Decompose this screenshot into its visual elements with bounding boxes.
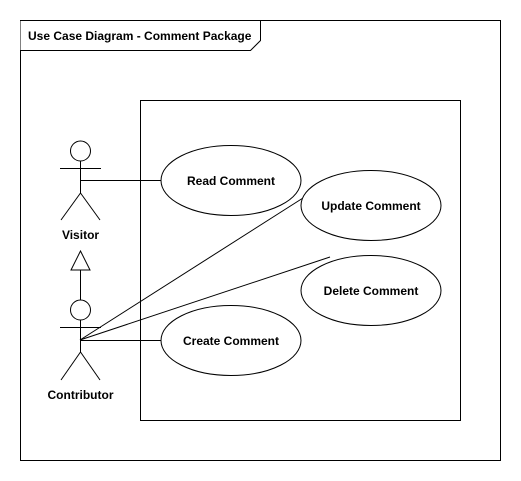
use-case-read-comment[interactable]: Read Comment: [160, 145, 302, 216]
use-case-update-label: Update Comment: [321, 199, 420, 213]
use-case-read-ellipse: [160, 145, 302, 216]
associations: [79, 180, 331, 341]
contributor-right-leg: [80, 351, 101, 381]
generalization-triangle-head: [70, 249, 91, 271]
use-case-create-comment[interactable]: Create Comment: [160, 305, 302, 376]
use-case-update-ellipse: [300, 170, 442, 241]
use-case-delete-ellipse: [300, 255, 442, 326]
use-case-delete-label: Delete Comment: [324, 284, 419, 298]
association-contributor-delete: [79, 256, 331, 341]
frame-title-tab: [20, 20, 261, 51]
use-case-create-label: Create Comment: [183, 334, 279, 348]
use-case-update-comment[interactable]: Update Comment: [300, 170, 442, 241]
use-case-delete-comment[interactable]: Delete Comment: [300, 255, 442, 326]
contributor-label: Contributor: [48, 388, 114, 402]
frame-title: Use Case Diagram - Comment Package: [28, 29, 252, 43]
contributor-left-leg: [60, 351, 81, 381]
system-boundary: [140, 100, 461, 421]
actor-contributor[interactable]: [60, 299, 101, 381]
visitor-right-leg: [80, 192, 101, 221]
generalization-arrow: [70, 249, 91, 300]
contributor-head: [70, 299, 91, 321]
use-case-create-ellipse: [160, 305, 302, 376]
visitor-left-leg: [60, 192, 81, 221]
association-contributor-update: [79, 197, 304, 341]
visitor-label: Visitor: [62, 228, 99, 242]
use-case-read-label: Read Comment: [187, 174, 275, 188]
visitor-head: [70, 140, 91, 162]
actor-visitor[interactable]: [60, 140, 101, 221]
